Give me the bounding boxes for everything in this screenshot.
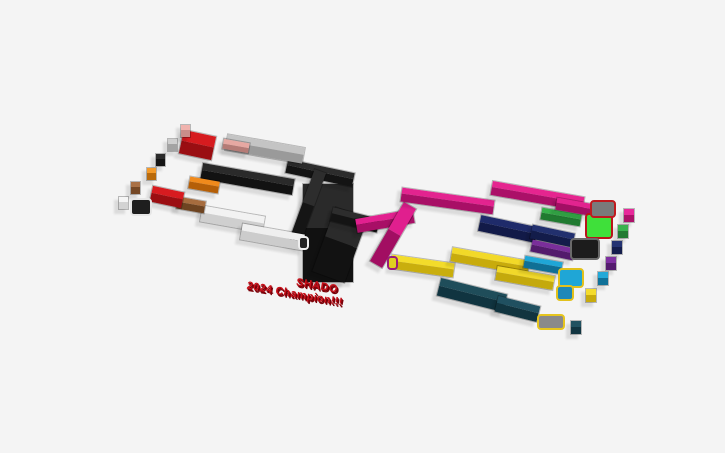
pink-cube-top-face xyxy=(181,125,190,131)
cyan-cube-side-face xyxy=(598,277,608,285)
orange-cube-top-face xyxy=(147,168,156,174)
black-gray-machine[interactable] xyxy=(570,238,600,260)
green-cube-top-face xyxy=(618,225,628,231)
cyan-yellow-piece[interactable] xyxy=(556,285,574,301)
navy-cube[interactable] xyxy=(611,240,623,255)
orange-cube-side-face xyxy=(147,173,156,180)
teal-cube[interactable] xyxy=(570,320,582,335)
black-cube-side-face xyxy=(156,159,165,166)
teal-cube-side-face xyxy=(571,326,581,334)
purple-cube-side-face xyxy=(606,262,616,270)
white-cube[interactable] xyxy=(118,196,129,210)
pink-cube-side-face xyxy=(181,130,190,137)
yellow-cube-top-face xyxy=(586,289,596,295)
black-cube[interactable] xyxy=(155,153,166,167)
magenta-cube-top-face xyxy=(624,209,634,215)
cyan-cube[interactable] xyxy=(597,271,609,286)
brown-cube-top-face xyxy=(131,182,140,188)
yellow-cube[interactable] xyxy=(585,288,597,303)
navy-cube-side-face xyxy=(612,246,622,254)
black-white-piece[interactable] xyxy=(130,198,152,216)
cyan-cube-top-face xyxy=(598,272,608,278)
gray-cube[interactable] xyxy=(167,138,178,152)
brown-cube-side-face xyxy=(131,187,140,194)
yellow-gray-piece[interactable] xyxy=(537,314,565,330)
pink-cube[interactable] xyxy=(180,124,191,138)
gray-red-machine[interactable] xyxy=(590,200,616,218)
navy-cube-top-face xyxy=(612,241,622,247)
black-white-tag[interactable] xyxy=(298,236,309,250)
black-cube-top-face xyxy=(156,154,165,160)
orange-cube[interactable] xyxy=(146,167,157,181)
white-cube-top-face xyxy=(119,197,128,203)
gray-cube-side-face xyxy=(168,144,177,151)
yellow-purple-tag[interactable] xyxy=(387,256,398,270)
white-cube-side-face xyxy=(119,202,128,209)
teal-cube-top-face xyxy=(571,321,581,327)
purple-cube-top-face xyxy=(606,257,616,263)
purple-cube[interactable] xyxy=(605,256,617,271)
gray-cube-top-face xyxy=(168,139,177,145)
brown-cube[interactable] xyxy=(130,181,141,195)
magenta-cube-side-face xyxy=(624,214,634,222)
yellow-cube-side-face xyxy=(586,294,596,302)
green-cube[interactable] xyxy=(617,224,629,239)
green-cube-side-face xyxy=(618,230,628,238)
magenta-cube[interactable] xyxy=(623,208,635,223)
